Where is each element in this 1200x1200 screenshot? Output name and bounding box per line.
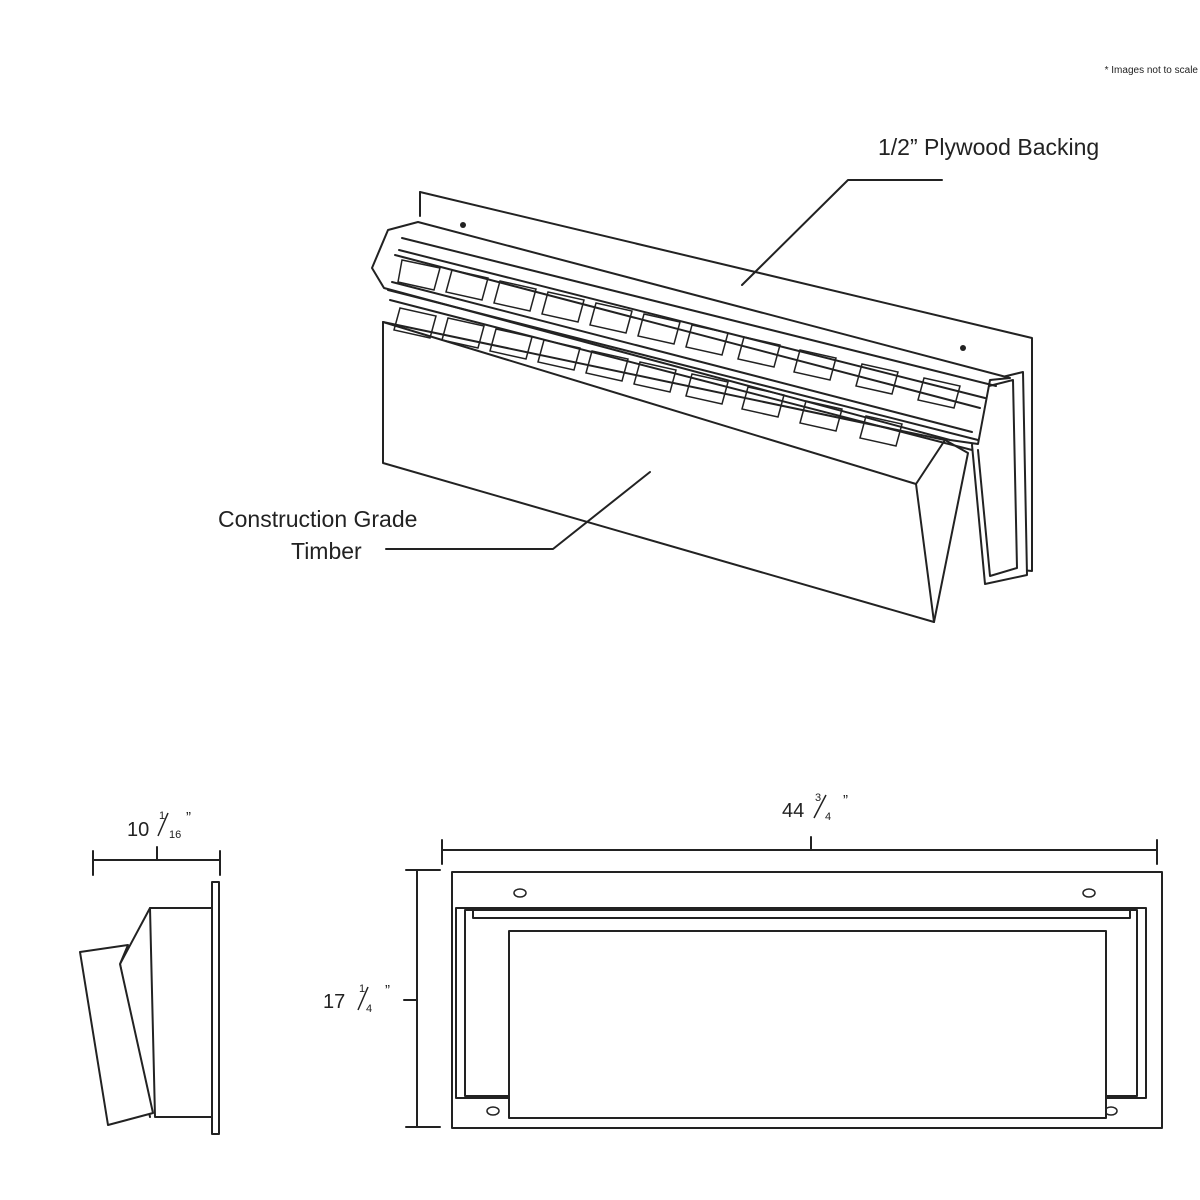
- width-dim-unit: ”: [843, 792, 848, 809]
- screw-hole-left: [460, 222, 466, 228]
- depth-dim-unit: ”: [186, 809, 191, 826]
- depth-dim-whole: 10: [127, 819, 149, 841]
- timber-front: [382, 321, 969, 623]
- screw-hole-right: [960, 345, 966, 351]
- width-dim-num: 3: [815, 792, 821, 804]
- timber-label-line1: Construction Grade: [218, 506, 417, 532]
- isometric-view: [371, 179, 1033, 623]
- leader-timber: [385, 471, 651, 550]
- width-dim-whole: 44: [782, 800, 804, 822]
- height-dim-unit: ”: [385, 982, 390, 999]
- height-dim-den: 4: [366, 1003, 372, 1015]
- side-view: [79, 846, 221, 1135]
- timber-label-line2: Timber: [291, 538, 362, 564]
- height-dim-num: 1: [359, 983, 365, 995]
- front-view: [403, 836, 1163, 1129]
- louver-row-upper: [397, 259, 961, 409]
- not-to-scale-note: * Images not to scale: [1105, 65, 1199, 76]
- plywood-label: 1/2” Plywood Backing: [878, 134, 1099, 160]
- depth-dim-num: 1: [159, 810, 165, 822]
- depth-dim-den: 16: [169, 829, 181, 841]
- louver-row-lower: [393, 307, 903, 447]
- leader-plywood: [741, 179, 943, 286]
- width-dim-den: 4: [825, 811, 831, 823]
- vent-face: [508, 930, 1107, 1119]
- height-dim-whole: 17: [323, 991, 345, 1013]
